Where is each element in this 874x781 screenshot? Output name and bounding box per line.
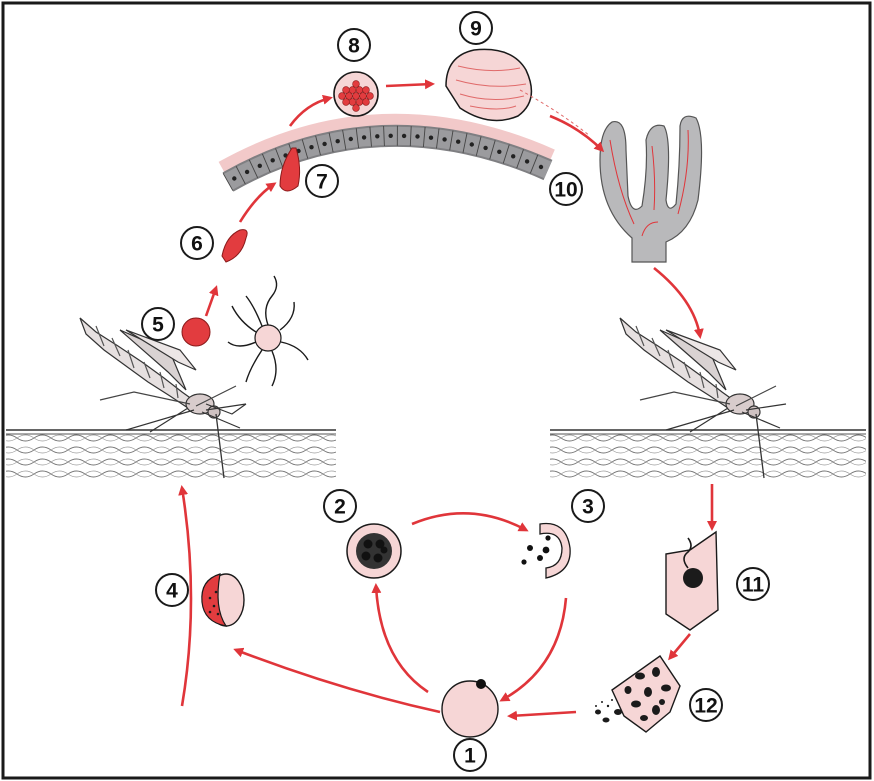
epithelial-nucleus bbox=[525, 159, 529, 163]
sporozoite-cluster-dot bbox=[339, 93, 346, 100]
epithelial-nucleus bbox=[429, 136, 433, 140]
svg-text:1: 1 bbox=[464, 745, 476, 768]
stage-label-3: 3 bbox=[572, 490, 604, 522]
svg-text:2: 2 bbox=[334, 496, 346, 519]
stage-label-5: 5 bbox=[142, 308, 174, 340]
stage-label-2: 2 bbox=[324, 490, 356, 522]
sporozoite-cluster-dot bbox=[363, 99, 370, 106]
sporozoite-cluster-dot bbox=[349, 87, 356, 94]
epithelial-nucleus bbox=[511, 154, 515, 158]
epithelial-nucleus bbox=[415, 134, 419, 138]
sporozoite-cluster-dot bbox=[353, 81, 360, 88]
epithelial-nucleus bbox=[349, 137, 353, 141]
epithelial-nucleus bbox=[258, 164, 262, 168]
schizont-icon bbox=[347, 524, 401, 578]
stage-label-9: 9 bbox=[460, 12, 492, 44]
sporozoite-cluster-dot bbox=[343, 99, 350, 106]
epithelial-nucleus bbox=[362, 135, 366, 139]
stage-label-11: 11 bbox=[737, 568, 769, 600]
sporozoite-cluster-dot bbox=[353, 93, 360, 100]
zygote-icon bbox=[182, 318, 210, 346]
epithelial-nucleus bbox=[322, 142, 326, 146]
sporozoite-cluster-dot bbox=[356, 87, 363, 94]
epithelial-nucleus bbox=[271, 158, 275, 162]
stage-label-6: 6 bbox=[181, 227, 213, 259]
epithelial-nucleus bbox=[336, 139, 340, 143]
epithelial-nucleus bbox=[389, 134, 393, 138]
oocyst-icon bbox=[334, 72, 378, 116]
svg-text:6: 6 bbox=[191, 233, 203, 256]
svg-text:3: 3 bbox=[582, 496, 594, 519]
epithelial-nucleus bbox=[497, 150, 501, 154]
stage-label-12: 12 bbox=[690, 689, 722, 721]
svg-text:8: 8 bbox=[348, 35, 360, 58]
sporozoite-cluster-dot bbox=[367, 93, 374, 100]
svg-text:4: 4 bbox=[166, 580, 178, 603]
sporozoite-cluster-dot bbox=[356, 99, 363, 106]
svg-text:5: 5 bbox=[152, 314, 164, 337]
epithelial-nucleus bbox=[309, 145, 313, 149]
stage-label-7: 7 bbox=[306, 165, 338, 197]
sporozoite-cluster-dot bbox=[343, 87, 350, 94]
epithelial-nucleus bbox=[232, 176, 236, 180]
svg-text:11: 11 bbox=[742, 574, 765, 597]
sporozoite-cluster-dot bbox=[363, 87, 370, 94]
epithelial-nucleus bbox=[539, 165, 543, 169]
epithelial-nucleus bbox=[402, 134, 406, 138]
svg-text:12: 12 bbox=[694, 695, 717, 718]
epithelial-nucleus bbox=[442, 137, 446, 141]
svg-text:10: 10 bbox=[554, 179, 577, 202]
epithelial-nucleus bbox=[375, 134, 379, 138]
epithelial-nucleus bbox=[470, 142, 474, 146]
svg-text:7: 7 bbox=[316, 171, 328, 194]
sporozoite-cluster-dot bbox=[349, 99, 356, 106]
epithelial-nucleus bbox=[483, 146, 487, 150]
stage-label-10: 10 bbox=[550, 173, 582, 205]
svg-text:9: 9 bbox=[470, 18, 482, 41]
epithelial-nucleus bbox=[456, 140, 460, 144]
stage-label-4: 4 bbox=[156, 574, 188, 606]
epithelial-nucleus bbox=[245, 170, 249, 174]
stage-label-8: 8 bbox=[338, 29, 370, 61]
sporozoite-cluster-dot bbox=[353, 105, 360, 112]
stage-label-1: 1 bbox=[454, 739, 486, 771]
